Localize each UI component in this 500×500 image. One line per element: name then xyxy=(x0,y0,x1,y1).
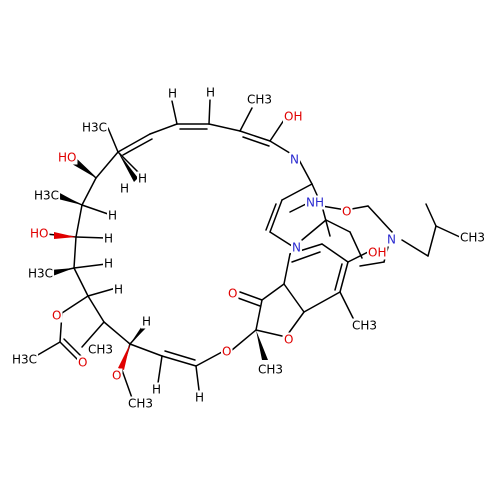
bond-lines xyxy=(35,99,463,399)
label-halo xyxy=(57,150,78,165)
methoxy-oxygen: O xyxy=(112,369,121,383)
stereo-wedges xyxy=(50,152,268,370)
imine-nitrogen: N xyxy=(290,153,299,167)
h-c19: H xyxy=(104,257,113,271)
methyl-isobutyl: CH3 xyxy=(460,231,485,245)
h-c27: H xyxy=(138,172,147,186)
label-halo xyxy=(81,120,109,135)
h-diene-1: H xyxy=(168,87,177,101)
label-halo xyxy=(227,286,239,301)
label-halo xyxy=(291,240,302,255)
label-halo xyxy=(283,109,304,124)
label-halo xyxy=(127,396,155,411)
label-halo xyxy=(459,230,487,245)
label-halo xyxy=(221,344,233,359)
ring-carbonyl-oxygen: O xyxy=(342,205,351,219)
label-halo xyxy=(33,188,61,203)
h-c23: H xyxy=(108,209,117,223)
acetyl-oxygen: O xyxy=(78,356,87,370)
label-halo xyxy=(119,181,131,196)
label-halo xyxy=(27,266,55,281)
label-halo xyxy=(194,390,206,405)
ether-oxygen: O xyxy=(222,345,231,359)
methyl-methoxy: CH3 xyxy=(128,397,153,411)
h-vinyl-1: H xyxy=(152,383,161,397)
methyl-c23: H3C xyxy=(34,189,59,203)
furan-oxygen: O xyxy=(284,333,293,347)
label-halo xyxy=(246,92,274,107)
h-c21: H xyxy=(104,232,113,246)
ester-oxygen: O xyxy=(52,309,61,323)
hydroxyl-phenol: OH xyxy=(368,246,386,260)
hydroxyl-c21: HO xyxy=(30,227,48,241)
label-halo xyxy=(283,332,295,347)
pyridine-nitrogen: N xyxy=(292,241,301,255)
pyrrole-nh: NH xyxy=(306,196,324,210)
methyl-c19: H3C xyxy=(28,267,53,281)
label-halo xyxy=(107,208,119,223)
keto-oxygen: O xyxy=(228,287,237,301)
h-c17: H xyxy=(114,283,123,297)
label-halo xyxy=(289,152,300,167)
label-halo xyxy=(151,382,163,397)
methyl-c27: H3C xyxy=(82,121,107,135)
label-halo xyxy=(111,368,123,383)
label-halo xyxy=(205,85,217,100)
hydroxyl-amide: OH xyxy=(284,110,302,124)
label-halo xyxy=(77,355,89,370)
label-halo xyxy=(367,245,388,260)
label-halo xyxy=(137,171,149,186)
label-halo xyxy=(103,256,115,271)
label-halo xyxy=(386,232,397,247)
h-c25: H xyxy=(120,182,129,196)
h-vinyl-2: H xyxy=(195,391,204,405)
label-halo xyxy=(113,282,125,297)
hydroxyl-c25: HO xyxy=(58,151,76,165)
methyl-c15: CH3 xyxy=(88,343,113,357)
label-halo xyxy=(11,352,39,367)
h-diene-2: H xyxy=(206,86,215,100)
piperidine-nitrogen: N xyxy=(387,233,396,247)
h-c15: H xyxy=(142,315,151,329)
label-halo xyxy=(167,86,179,101)
atom-labels: H H CH3 OH H3C H N HO H NH H3C H O N HO … xyxy=(11,85,487,411)
label-halo xyxy=(103,231,115,246)
methyl-diene: CH3 xyxy=(247,93,272,107)
label-halo xyxy=(351,318,379,333)
methyl-acetyl: H3C xyxy=(12,353,37,367)
label-halo xyxy=(29,226,50,241)
methyl-ring: CH3 xyxy=(352,319,377,333)
label-halo xyxy=(305,195,325,210)
label-halo xyxy=(141,314,153,329)
methyl-spiro: CH3 xyxy=(258,363,283,377)
label-halo xyxy=(341,204,353,219)
label-halo xyxy=(87,342,115,357)
label-halo xyxy=(51,308,63,323)
label-halo xyxy=(257,362,285,377)
